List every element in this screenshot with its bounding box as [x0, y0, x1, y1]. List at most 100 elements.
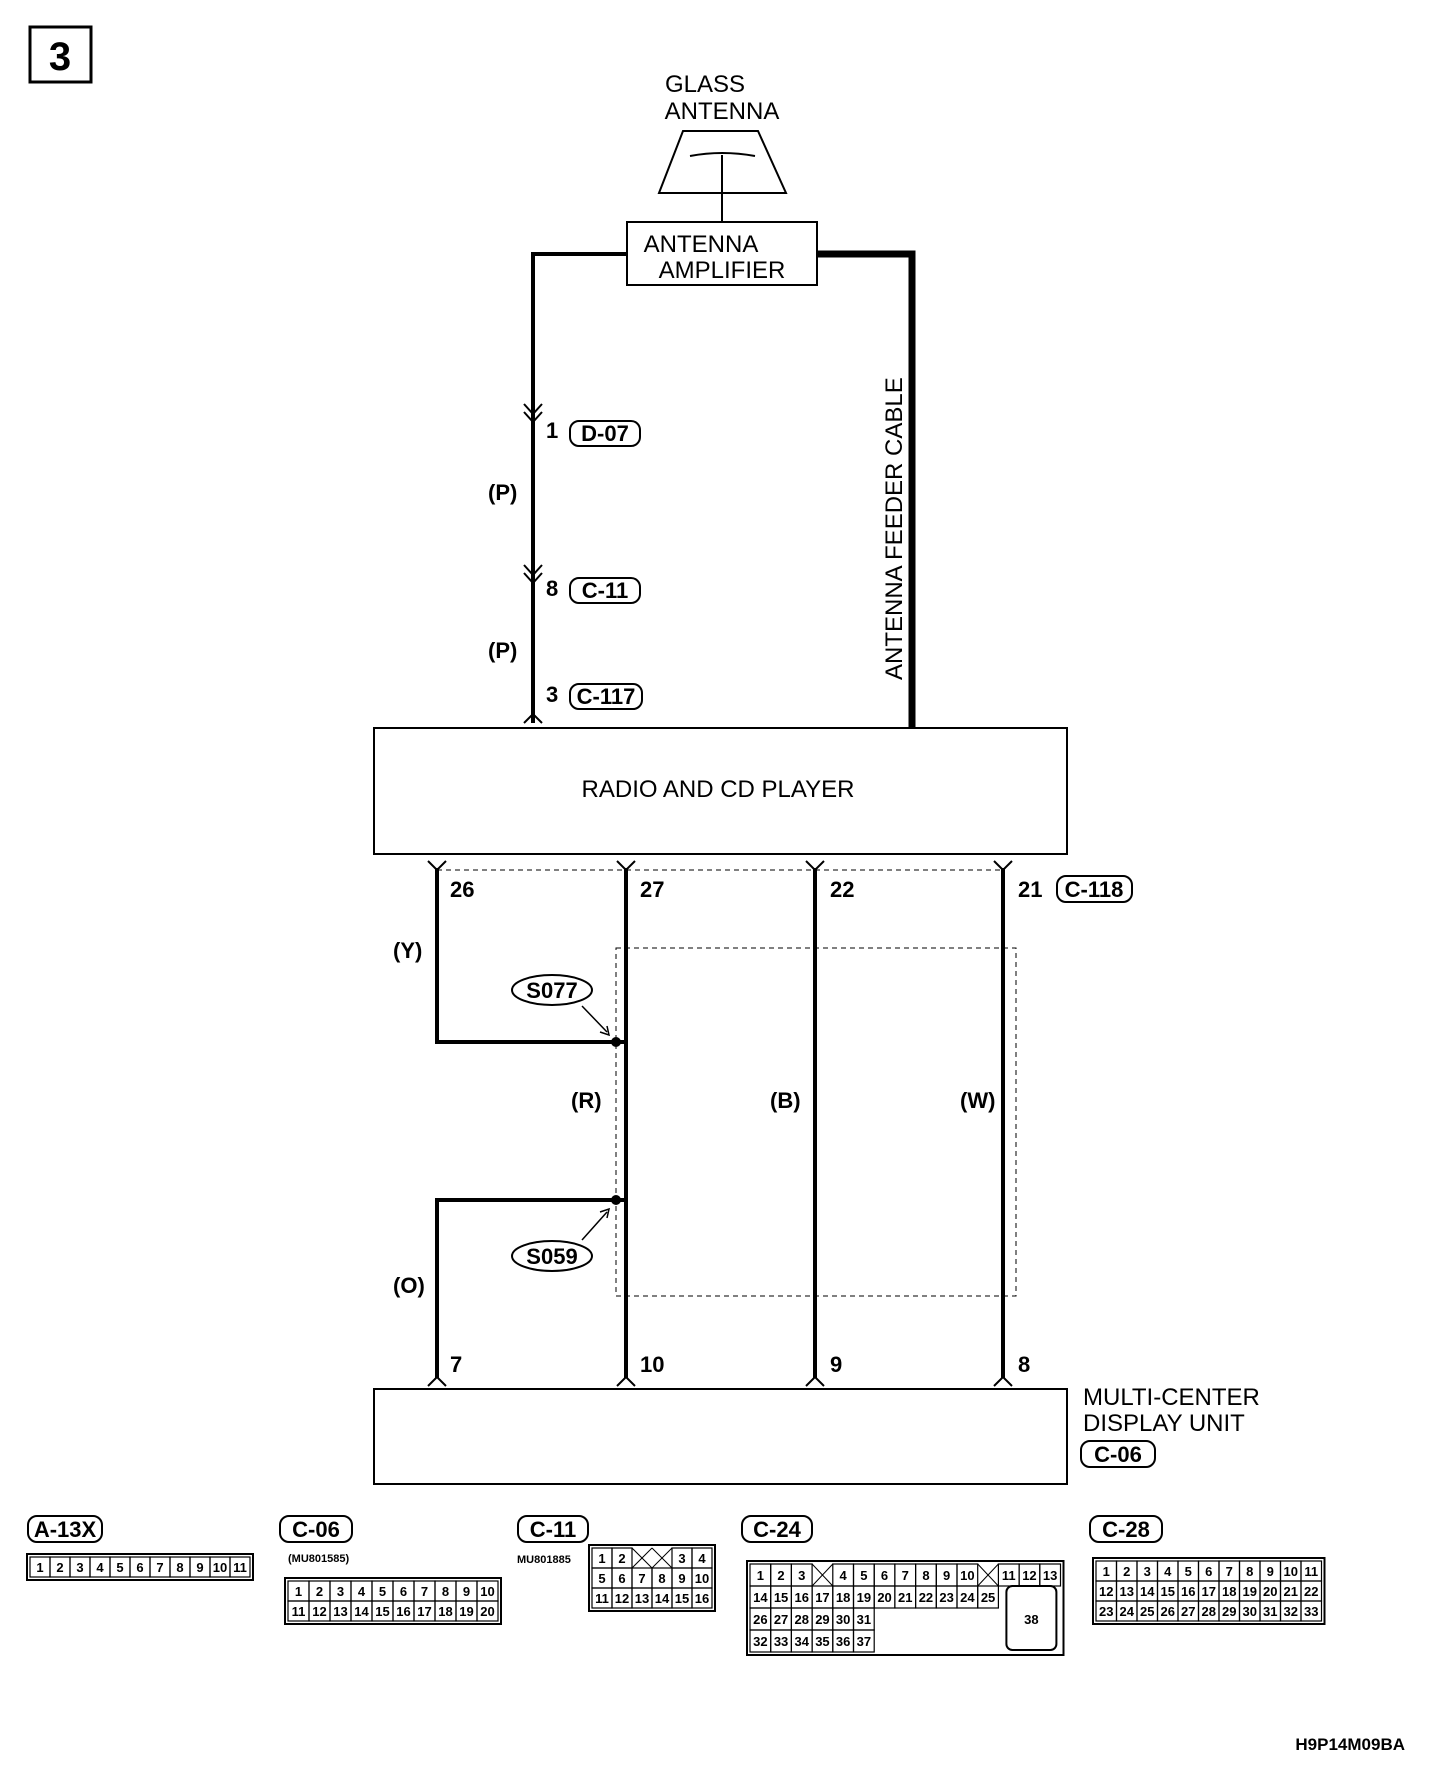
- pin-cell: [476, 1600, 499, 1622]
- display-pin-10: 10: [640, 1352, 664, 1377]
- antenna-element: [689, 152, 756, 157]
- pin-number: 1: [598, 1551, 605, 1566]
- pin-number: 10: [960, 1568, 974, 1583]
- connector-c118-label: C-118: [1065, 877, 1124, 902]
- pin-number: 6: [136, 1560, 143, 1575]
- radio-pin-21: 21: [1018, 877, 1042, 902]
- pin-number: 3: [678, 1551, 685, 1566]
- pin-number: 2: [777, 1568, 784, 1583]
- connector-face-label: C-11: [530, 1517, 576, 1542]
- splice-dot-s077: [611, 1037, 621, 1047]
- pin-number: 28: [1202, 1604, 1216, 1619]
- connector-symbol-21: [993, 860, 1013, 872]
- pin-number: 19: [1243, 1584, 1257, 1599]
- connector-symbol-26: [427, 860, 447, 872]
- radio-cd-player-label: RADIO AND CD PLAYER: [582, 776, 855, 803]
- display-pin-7: 7: [450, 1352, 462, 1377]
- pin-number: 29: [815, 1612, 829, 1627]
- pin-number: 13: [333, 1604, 347, 1619]
- pin-number: 33: [1304, 1604, 1318, 1619]
- pin-cell: [691, 1587, 713, 1609]
- pin-number: 6: [881, 1568, 888, 1583]
- pin-number: 1: [1103, 1564, 1110, 1579]
- pin-number: 12: [1022, 1568, 1036, 1583]
- splice-s059-badge: [511, 1240, 593, 1272]
- connector-symbol-7: [427, 1375, 447, 1387]
- multi-center-display-label-2: DISPLAY UNIT: [1083, 1410, 1245, 1437]
- pin-number: 33: [774, 1634, 788, 1649]
- pin-number: 12: [1099, 1584, 1113, 1599]
- antenna-feeder-cable-label: ANTENNA FEEDER CABLE: [881, 377, 908, 680]
- pin-number: 23: [1099, 1604, 1113, 1619]
- pin-number: 3: [798, 1568, 805, 1583]
- connector-c117-badge: [569, 683, 643, 710]
- pin-number: 5: [1185, 1564, 1192, 1579]
- pin-number: 6: [618, 1571, 625, 1586]
- connector-face-badge: [741, 1515, 813, 1543]
- figure-code: H9P14M09BA: [1295, 1735, 1405, 1754]
- splice-s077-badge: [511, 974, 593, 1006]
- connector-symbol-c11: [523, 564, 543, 585]
- pin-number: 6: [1205, 1564, 1212, 1579]
- radio-cd-player-box: [373, 727, 1068, 855]
- pin-number: 2: [1123, 1564, 1130, 1579]
- pin-number: 2: [56, 1560, 63, 1575]
- large-pin-cell: [1005, 1585, 1058, 1651]
- radio-pin-27: 27: [640, 877, 664, 902]
- connector-c118-badge: [1056, 875, 1133, 903]
- connector-symbol-8: [993, 1375, 1013, 1387]
- pin-cell: [852, 1629, 875, 1653]
- glass-antenna-label-1: GLASS: [665, 71, 745, 98]
- multi-center-display-box: [373, 1388, 1068, 1485]
- connector-face-outline: [746, 1560, 1065, 1656]
- pin-number: 17: [417, 1604, 431, 1619]
- pin-number: 5: [860, 1568, 867, 1583]
- pin-number: 22: [1304, 1584, 1318, 1599]
- pin-number: 15: [375, 1604, 389, 1619]
- pin-number: 22: [919, 1590, 933, 1605]
- pin-number: 5: [598, 1571, 605, 1586]
- pin-d07: 1: [546, 418, 558, 443]
- pin-number: 17: [815, 1590, 829, 1605]
- connector-symbol-d07: [523, 403, 543, 424]
- pin-cell: [977, 1585, 1000, 1609]
- pin-number: 21: [1284, 1584, 1298, 1599]
- pin-number: 24: [1120, 1604, 1135, 1619]
- pin-number: 11: [292, 1604, 306, 1619]
- connector-face-badge: [279, 1515, 353, 1543]
- pin-number: 34: [795, 1634, 810, 1649]
- connector-symbol-27: [616, 860, 636, 872]
- pin-number: 21: [898, 1590, 912, 1605]
- splice-dot-s059: [611, 1195, 621, 1205]
- pin-number: 12: [312, 1604, 326, 1619]
- glass-antenna-label-2: ANTENNA: [665, 98, 780, 125]
- pin-number: 24: [960, 1590, 975, 1605]
- pin-c11: 8: [546, 576, 558, 601]
- pin-cell: [229, 1556, 251, 1578]
- pin-number: 18: [1222, 1584, 1236, 1599]
- pin-number: 4: [698, 1551, 706, 1566]
- connector-face-outline: [284, 1577, 502, 1625]
- pin-number: 10: [213, 1560, 227, 1575]
- pin-c117: 3: [546, 682, 558, 707]
- connector-face-badge: [1089, 1515, 1163, 1543]
- pin-number: 8: [176, 1560, 183, 1575]
- wire-color-y: (Y): [393, 938, 422, 963]
- empty-cavity: [631, 1547, 653, 1569]
- connector-d07-badge: [569, 420, 641, 447]
- pin-number: 15: [774, 1590, 788, 1605]
- pin-number: 4: [96, 1560, 104, 1575]
- pin-number: 26: [1161, 1604, 1175, 1619]
- pin-number: 1: [757, 1568, 764, 1583]
- radio-pin-22: 22: [830, 877, 854, 902]
- pin-number: 8: [658, 1571, 665, 1586]
- pin-number: 14: [354, 1604, 369, 1619]
- pin-number: 1: [36, 1560, 43, 1575]
- pin-number: 8: [922, 1568, 929, 1583]
- pin-number: 8: [1246, 1564, 1253, 1579]
- pin-number: 7: [638, 1571, 645, 1586]
- pin-number: 15: [675, 1591, 689, 1606]
- splice-s077-label: S077: [526, 978, 577, 1003]
- connector-face-label: C-24: [753, 1517, 801, 1542]
